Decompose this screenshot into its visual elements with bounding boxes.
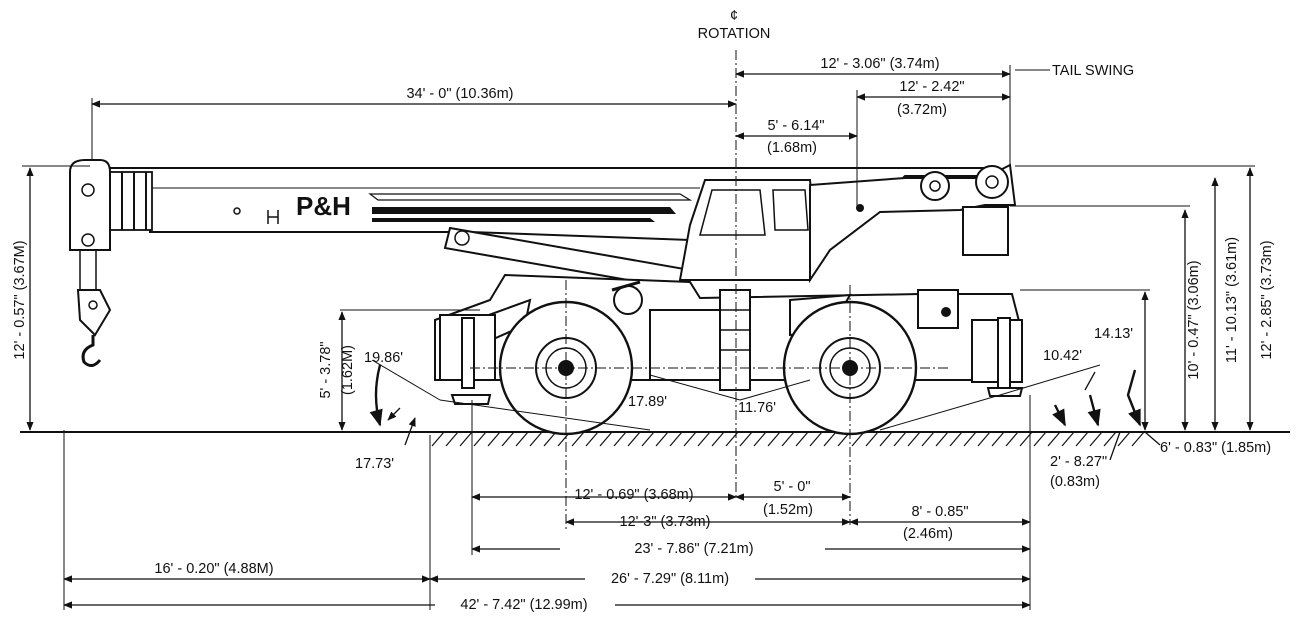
angle-annotations: 19.86' 17.73' 17.89' 11.76' 10.42' 14.13… [355,326,1142,472]
vertical-dimensions: 12' - 0.57" (3.67M) 12' - 2.85" (3.73m) … [12,165,1275,431]
outrigger-rear [971,317,1024,397]
dim-frame-height-metric: (1.62M) [340,345,356,395]
dim-rear-offset: 12' - 2.42" [899,79,964,95]
outrigger-front [439,314,496,405]
dim-rear-axle-from-center: 5' - 0" [774,479,811,495]
dim-clearance-metric: (0.83m) [1050,474,1100,490]
ground-clearance-dims: 2' - 8.27" (0.83m) 6' - 0.83" (1.85m) [1050,431,1271,490]
dim-front-axle-from-center: 12' - 0.69" (3.68m) [574,487,693,503]
dim-rear-offset-metric: (3.72m) [897,102,947,118]
angle-rear-departure: 10.42' [1043,348,1082,364]
dim-overall-length: 42' - 7.42" (12.99m) [460,597,587,613]
angle-front-approach: 19.86' [364,350,403,366]
dim-boom-height-left: 12' - 0.57" (3.67M) [12,240,28,359]
center-lines [470,50,950,530]
boom-tip-and-hook [69,159,112,367]
ground-hatch [431,431,1145,447]
dim-height-3: 10' - 0.47" (3.06m) [1186,260,1202,379]
tail-swing-label: TAIL SWING [1052,63,1134,79]
dim-clearance: 2' - 8.27" [1050,454,1107,470]
dim-boom-length: 34' - 0" (10.36m) [406,86,513,102]
angle-breakover-rear: 11.76' [738,400,776,416]
dim-boom-overhang: 16' - 0.20" (4.88M) [154,561,273,577]
dim-overall-height: 12' - 2.85" (3.73m) [1259,240,1275,359]
dim-outrigger-span: 23' - 7.86" (7.21m) [634,541,753,557]
dim-rear-outrigger-metric: (2.46m) [903,526,953,542]
top-dimensions: ¢ ROTATION 12' - 3.06" (3.74m) TAIL SWIN… [91,8,1134,208]
dim-rear-outrigger: 8' - 0.85" [911,504,968,520]
dim-boom-pivot: 5' - 6.14" [767,118,824,134]
logo: P&H [296,191,351,221]
bottom-dimensions: 12' - 0.69" (3.68m) 5' - 0" (1.52m) 12'-… [63,395,1031,613]
ground [20,431,1290,447]
dim-rear-axle-from-center-metric: (1.52m) [763,502,813,518]
angle-breakover-front: 17.89' [628,394,667,410]
rotation-label: ROTATION [698,26,771,42]
angle-front-departure: 17.73' [355,456,394,472]
turret [809,163,1017,284]
angle-rear-approach: 14.13' [1094,326,1133,342]
dim-frame-height: 5' - 3.78" [318,341,334,398]
dim-boom-pivot-metric: (1.68m) [767,140,817,156]
center-mark: ¢ [730,8,738,24]
operator-cab [678,179,817,281]
dim-carrier-length: 26' - 7.29" (8.11m) [611,571,729,587]
dim-tail-swing-from-center: 12' - 3.06" (3.74m) [820,56,939,72]
dim-height-2: 11' - 10.13" (3.61m) [1224,237,1240,363]
dim-wheelbase: 12'-3" (3.73m) [620,514,711,530]
dim-rear-overhang: 6' - 0.83" (1.85m) [1160,440,1271,456]
crane-drawing: P&H [69,159,1024,436]
